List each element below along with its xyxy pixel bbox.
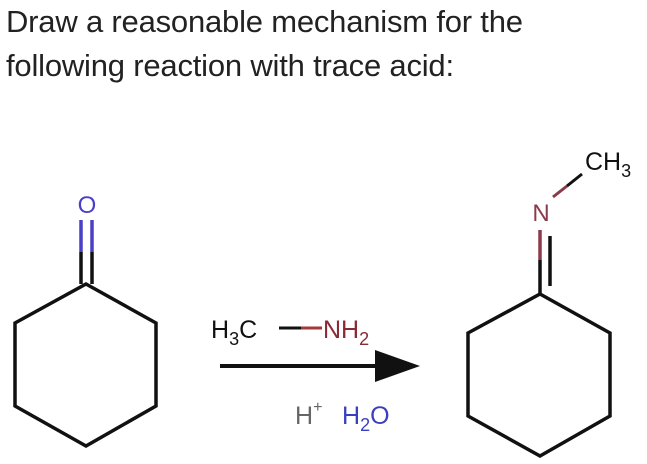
nitrogen-label: N bbox=[532, 200, 549, 227]
reaction-arrow bbox=[220, 350, 420, 382]
question-line-1: Draw a reasonable mechanism for the bbox=[6, 4, 523, 39]
imine-double-bond bbox=[538, 230, 552, 294]
water-label: H2O bbox=[342, 402, 390, 435]
product-imine: CH3 N bbox=[466, 148, 631, 459]
acid-label: H+ bbox=[295, 399, 322, 430]
amine-group-label: NH2 bbox=[323, 316, 369, 349]
oxygen-label: O bbox=[78, 192, 97, 219]
n-ch3-bond-upper bbox=[566, 172, 583, 188]
question-text: Draw a reasonable mechanism for the foll… bbox=[6, 0, 646, 88]
question-line-2: following reaction with trace acid: bbox=[6, 48, 454, 83]
methyl-group-label: H3C bbox=[211, 316, 257, 349]
methyl-substituent-label: CH3 bbox=[585, 148, 631, 181]
carbonyl-double-bond bbox=[79, 220, 94, 284]
n-ch3-bond-lower bbox=[552, 184, 568, 199]
reagent-conditions: H+ H2O bbox=[295, 399, 390, 435]
cyclohexane-ring bbox=[13, 282, 158, 449]
cyclohexane-ring bbox=[466, 292, 612, 459]
reactant-cyclohexanone: O bbox=[13, 192, 158, 449]
reagent-methylamine: H3C NH2 bbox=[211, 316, 369, 349]
